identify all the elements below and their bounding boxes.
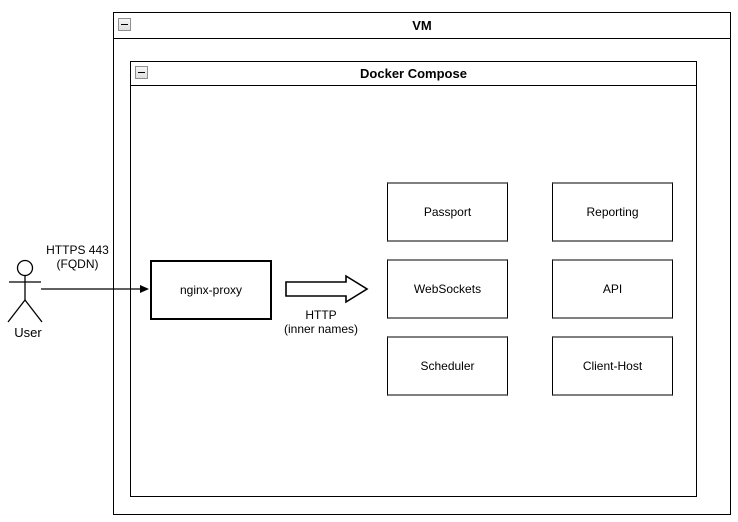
vm-container[interactable]: VM Docker Compose nginx-proxy HTTP (inne… [113,12,731,515]
http-edge-label: HTTP (inner names) [283,308,359,336]
minus-glyph [121,24,128,25]
minus-glyph [138,72,145,73]
node-nginx-proxy[interactable]: nginx-proxy [150,260,272,320]
node-scheduler[interactable]: Scheduler [387,336,508,396]
vm-titlebar: VM [114,13,730,39]
vm-title: VM [412,18,432,33]
user-actor-icon[interactable] [4,254,52,326]
block-arrow-right[interactable] [285,274,369,304]
node-label: Reporting [586,205,639,219]
node-label: Scheduler [420,359,475,373]
node-label: Client-Host [582,359,643,373]
docker-compose-titlebar: Docker Compose [131,62,696,86]
collapse-icon[interactable] [135,66,148,79]
node-label: nginx-proxy [179,283,243,297]
node-label: API [602,282,623,296]
user-actor-label: User [14,325,42,340]
node-label: WebSockets [413,282,482,296]
node-label: Passport [423,205,472,219]
node-websockets[interactable]: WebSockets [387,259,508,319]
node-reporting[interactable]: Reporting [552,182,673,242]
node-api[interactable]: API [552,259,673,319]
node-passport[interactable]: Passport [387,182,508,242]
docker-compose-container[interactable]: Docker Compose nginx-proxy HTTP (inner n… [130,61,697,497]
docker-compose-title: Docker Compose [360,66,467,81]
https-edge-label: HTTPS 443 (FQDN) [46,243,109,271]
collapse-icon[interactable] [118,18,131,31]
arrow-user-to-proxy[interactable] [38,281,152,297]
node-client-host[interactable]: Client-Host [552,336,673,396]
